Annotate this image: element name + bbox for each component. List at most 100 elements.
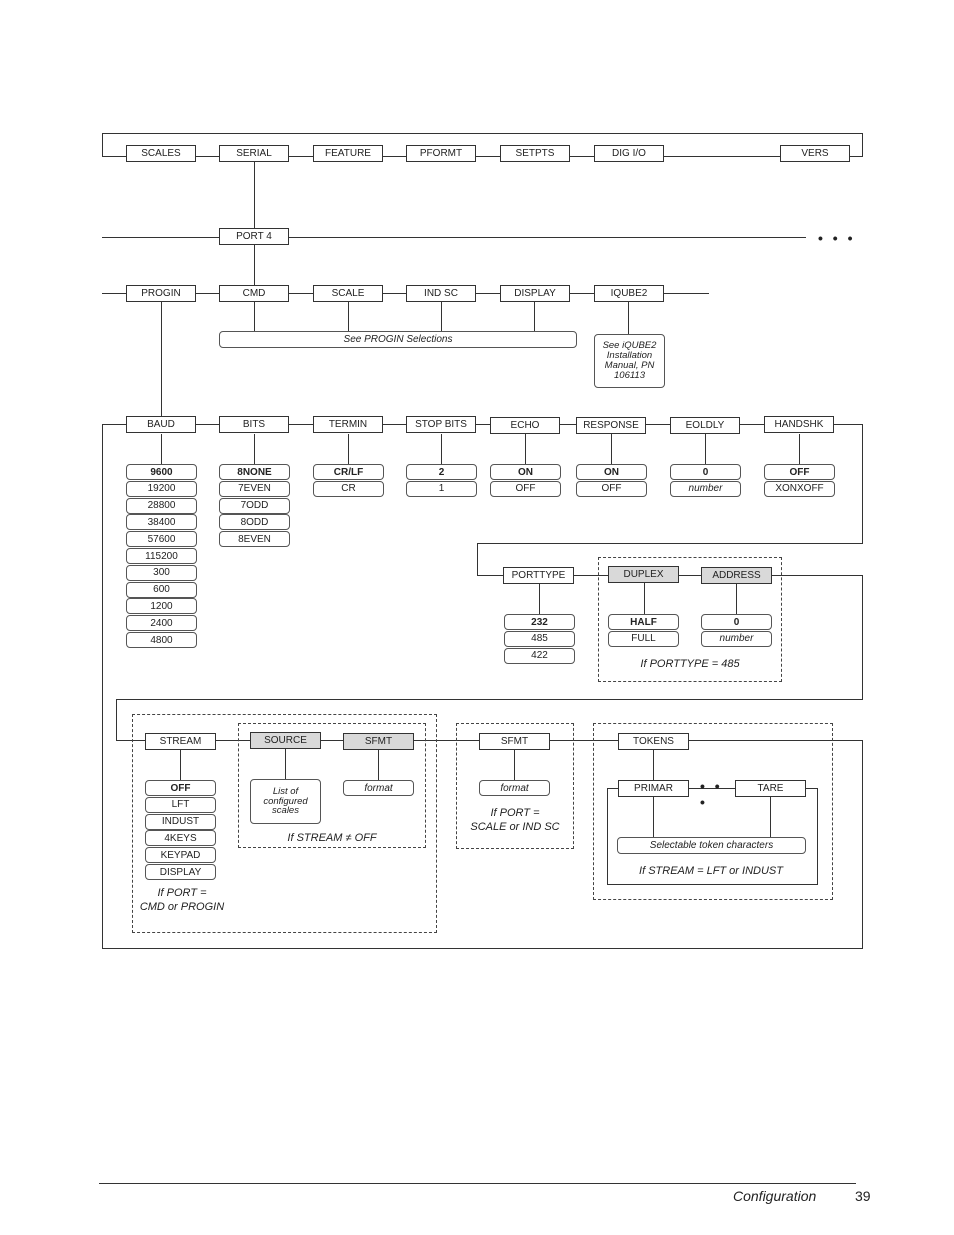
- connector-line: [348, 302, 349, 332]
- connector-line: [736, 584, 737, 615]
- duplex-option-half: HALF: [608, 614, 679, 630]
- connector-line: [653, 750, 654, 789]
- baud-option-28800: 28800: [126, 497, 197, 514]
- response-option-on: ON: [576, 464, 647, 480]
- param-echo: ECHO: [490, 417, 560, 434]
- connector-line: [102, 424, 103, 949]
- stream-option-display: DISPLAY: [145, 864, 216, 880]
- menu-setpts: SETPTS: [500, 145, 570, 162]
- connector-line: [862, 575, 863, 700]
- connector-line: [441, 434, 442, 465]
- footer-rule: [99, 1183, 856, 1184]
- submenu-scale: SCALE: [313, 285, 383, 302]
- porttype-option-485: 485: [504, 630, 575, 647]
- stream-port-note: If PORT =CMD or PROGIN: [139, 887, 225, 914]
- menu-dig-i-o: DIG I/O: [594, 145, 664, 162]
- connector-line: [534, 302, 535, 332]
- connector-line: [441, 302, 442, 332]
- connector-line: [477, 543, 863, 544]
- tokens-group: [593, 723, 833, 900]
- handshk-option-off: OFF: [764, 464, 835, 480]
- connector-line: [254, 162, 255, 229]
- connector-line: [644, 583, 645, 615]
- param-bits: BITS: [219, 416, 289, 433]
- connector-line: [525, 434, 526, 465]
- connector-line: [116, 699, 117, 741]
- bits-option-7even: 7EVEN: [219, 480, 290, 497]
- stream-option-off: OFF: [145, 780, 216, 796]
- stream-box: STREAM: [145, 733, 216, 750]
- stream-not-off-group: [238, 723, 426, 848]
- param-handshk: HANDSHK: [764, 416, 834, 433]
- connector-line: [180, 750, 181, 781]
- footer-section-title: Configuration: [733, 1188, 817, 1204]
- connector-line: [539, 584, 540, 615]
- stream-option-indust: INDUST: [145, 813, 216, 830]
- see-progin-selections-note: See PROGIN Selections: [219, 331, 577, 348]
- connector-line: [348, 434, 349, 465]
- sfmt-port-group: [456, 723, 574, 849]
- connector-line: [161, 434, 162, 465]
- stream-option-keypad: KEYPAD: [145, 847, 216, 864]
- connector-line: [705, 434, 706, 465]
- connector-line: [254, 245, 255, 286]
- param-baud: BAUD: [126, 416, 196, 433]
- stream-option-lft: LFT: [145, 796, 216, 813]
- connector-line: [102, 424, 863, 425]
- connector-line: [102, 948, 863, 949]
- stopbits-option-2: 2: [406, 464, 477, 480]
- stopbits-option-1: 1: [406, 480, 477, 497]
- termin-option-cr-lf: CR/LF: [313, 464, 384, 480]
- sfmt-format-option: format: [343, 780, 414, 796]
- porttype-485-note: If PORTTYPE = 485: [640, 658, 740, 670]
- connector-line: [254, 302, 255, 332]
- bits-option-8none: 8NONE: [219, 464, 290, 480]
- menu-vers: VERS: [780, 145, 850, 162]
- sfmt-port-format-option: format: [479, 780, 550, 796]
- baud-option-19200: 19200: [126, 480, 197, 497]
- porttype-485-group: [598, 557, 782, 682]
- duplex-box: DUPLEX: [608, 566, 679, 583]
- connector-line: [477, 543, 478, 576]
- connector-line: [102, 133, 863, 134]
- eoldly-option-0: 0: [670, 464, 741, 480]
- connector-line: [628, 302, 629, 335]
- baud-option-9600: 9600: [126, 464, 197, 480]
- address-option-number: number: [701, 630, 772, 647]
- connector-line: [161, 302, 162, 425]
- source-box: SOURCE: [250, 732, 321, 749]
- baud-option-2400: 2400: [126, 615, 197, 632]
- porttype-option-422: 422: [504, 647, 575, 664]
- connector-line: [611, 434, 612, 465]
- stream-not-off-note: If STREAM ≠ OFF: [287, 832, 377, 844]
- param-stop-bits: STOP BITS: [406, 416, 476, 433]
- stream-option-4keys: 4KEYS: [145, 830, 216, 847]
- baud-option-38400: 38400: [126, 514, 197, 531]
- porttype-option-232: 232: [504, 614, 575, 630]
- handshk-option-xonxoff: XONXOFF: [764, 480, 835, 497]
- stream-group: [132, 714, 437, 933]
- selectable-token-characters: Selectable token characters: [617, 837, 806, 854]
- connector-line: [514, 750, 515, 781]
- echo-option-on: ON: [490, 464, 561, 480]
- connector-line: [116, 699, 863, 700]
- connector-line: [799, 434, 800, 465]
- baud-option-300: 300: [126, 564, 197, 581]
- connector-line: [862, 740, 863, 949]
- sfmt-box-stream: SFMT: [343, 733, 414, 750]
- address-box: ADDRESS: [701, 567, 772, 584]
- eoldly-option-number: number: [670, 480, 741, 497]
- duplex-option-full: FULL: [608, 630, 679, 647]
- submenu-progin: PROGIN: [126, 285, 196, 302]
- connector-line: [378, 750, 379, 781]
- submenu-ind-sc: IND SC: [406, 285, 476, 302]
- source-option-list: List of configured scales: [250, 779, 321, 824]
- param-eoldly: EOLDLY: [670, 417, 740, 434]
- menu-scales: SCALES: [126, 145, 196, 162]
- tare-box: TARE: [735, 780, 806, 797]
- baud-option-4800: 4800: [126, 632, 197, 648]
- connector-line: [102, 133, 103, 157]
- sfmt-port-note: If PORT =SCALE or IND SC: [470, 807, 560, 834]
- connector-line: [102, 237, 806, 238]
